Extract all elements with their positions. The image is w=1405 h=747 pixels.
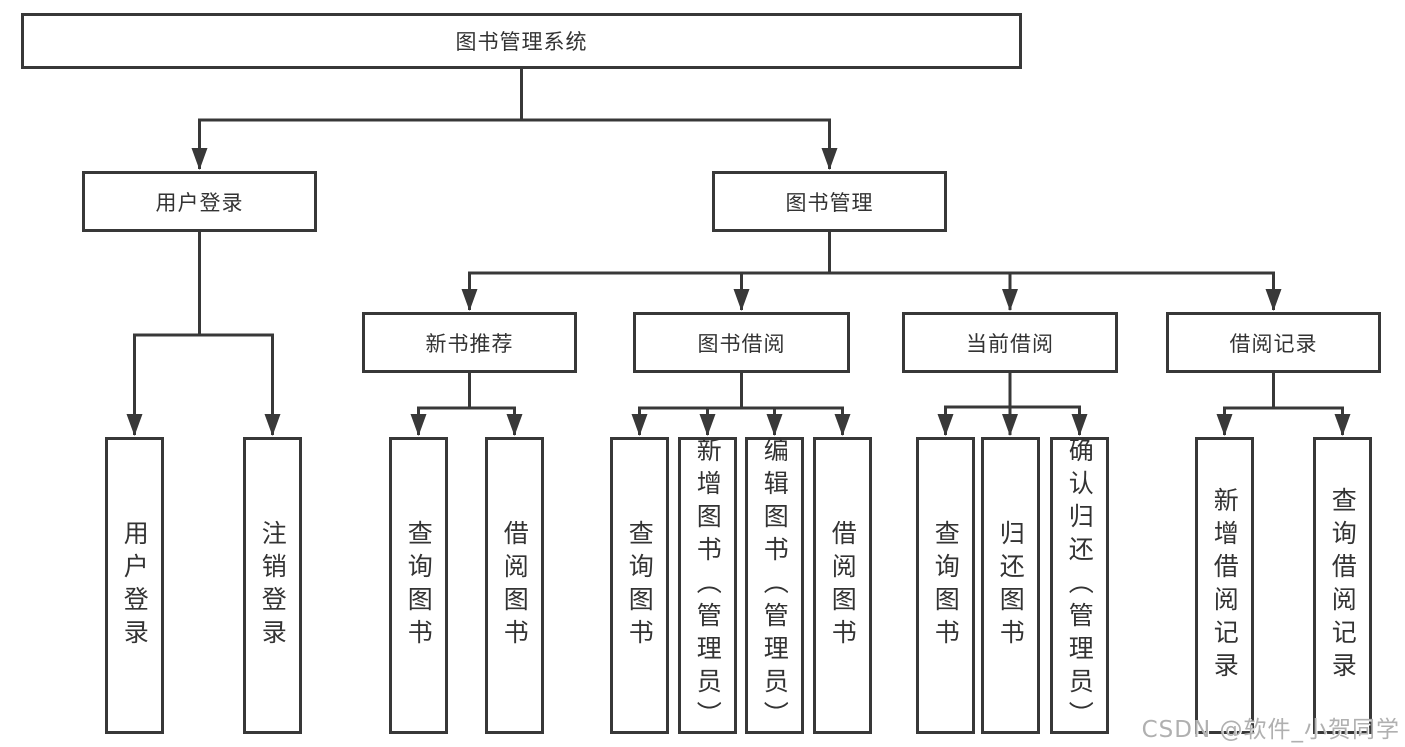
node-book-management: 图书管理 xyxy=(712,171,947,232)
node-new-book-recommend: 新书推荐 xyxy=(362,312,577,373)
node-label: 新增图书（管理员） xyxy=(693,437,723,734)
node-label: 查询图书 xyxy=(625,519,655,652)
node-user-login: 用户登录 xyxy=(105,437,164,734)
node-label: 新增借阅记录 xyxy=(1210,486,1240,685)
node-label: 确认归还（管理员） xyxy=(1065,437,1095,734)
node-label: 借阅图书 xyxy=(500,519,530,652)
node-label: 编辑图书（管理员） xyxy=(760,437,790,734)
node-label: 用户登录 xyxy=(155,190,244,215)
node-add-books-admin: 新增图书（管理员） xyxy=(678,437,737,734)
node-book-borrowing: 图书借阅 xyxy=(633,312,850,373)
node-borrowing-records: 借阅记录 xyxy=(1166,312,1381,373)
node-current-query-books: 查询图书 xyxy=(916,437,975,734)
node-library-management-system: 图书管理系统 xyxy=(21,13,1022,69)
node-label: 借阅记录 xyxy=(1229,331,1318,356)
node-borrowing-query-books: 查询图书 xyxy=(610,437,669,734)
node-label: 归还图书 xyxy=(996,519,1026,652)
node-label: 图书管理 xyxy=(785,190,874,215)
node-label: 查询借阅记录 xyxy=(1328,486,1358,685)
node-label: 用户登录 xyxy=(120,519,150,652)
node-label: 当前借阅 xyxy=(966,331,1054,356)
node-label: 注销登录 xyxy=(258,519,288,652)
csdn-watermark: CSDN @软件_小贺同学 xyxy=(1141,717,1400,743)
node-edit-books-admin: 编辑图书（管理员） xyxy=(745,437,804,734)
node-logout: 注销登录 xyxy=(243,437,302,734)
node-current-borrowing: 当前借阅 xyxy=(902,312,1118,373)
node-label: 查询图书 xyxy=(404,519,434,652)
node-label: 借阅图书 xyxy=(828,519,858,652)
node-label: 图书借阅 xyxy=(697,331,786,356)
node-return-books: 归还图书 xyxy=(981,437,1040,734)
node-recommend-borrow-books: 借阅图书 xyxy=(485,437,544,734)
node-recommend-query-books: 查询图书 xyxy=(389,437,448,734)
node-label: 图书管理系统 xyxy=(455,30,588,54)
node-label: 新书推荐 xyxy=(425,331,514,356)
node-label: 查询图书 xyxy=(931,519,961,652)
node-borrowing-borrow-books: 借阅图书 xyxy=(813,437,872,734)
node-query-borrow-record: 查询借阅记录 xyxy=(1313,437,1372,734)
node-add-borrow-record: 新增借阅记录 xyxy=(1195,437,1254,734)
node-confirm-return-admin: 确认归还（管理员） xyxy=(1050,437,1109,734)
node-user-login-group: 用户登录 xyxy=(82,171,317,232)
